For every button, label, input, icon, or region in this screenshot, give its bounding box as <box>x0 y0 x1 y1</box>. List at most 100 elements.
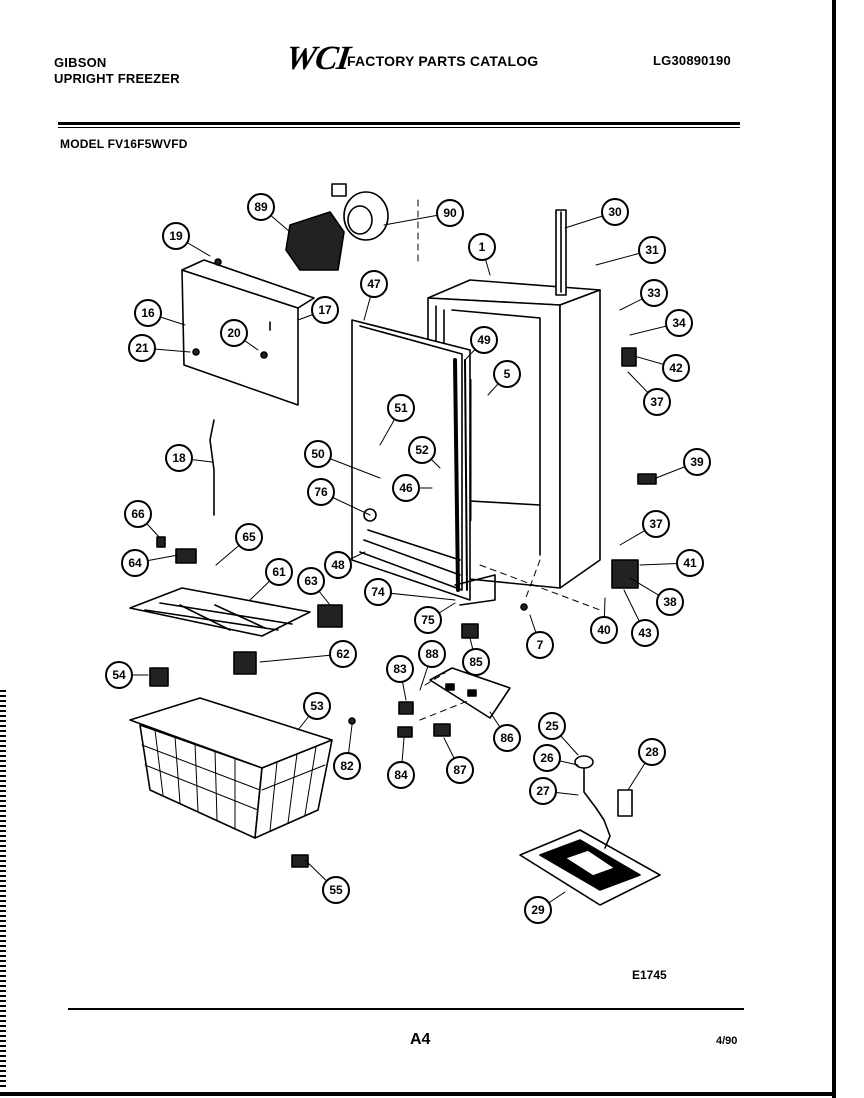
part-callout-74: 74 <box>364 578 392 606</box>
part-callout-51: 51 <box>387 394 415 422</box>
part-callout-62: 62 <box>329 640 357 668</box>
callout-circle <box>524 896 552 924</box>
part-callout-21: 21 <box>128 334 156 362</box>
callout-circle <box>638 738 666 766</box>
wire-shelf-part <box>129 587 311 637</box>
callout-label: 41 <box>683 556 697 570</box>
callout-circle <box>324 551 352 579</box>
callout-label: 31 <box>645 243 659 257</box>
part-callout-55: 55 <box>322 876 350 904</box>
heater-pad-part <box>519 829 661 906</box>
callout-label: 39 <box>690 455 704 469</box>
tube-part <box>555 209 567 296</box>
part-callout-37: 37 <box>642 510 670 538</box>
control-panel-part <box>429 667 511 719</box>
callout-circle <box>493 360 521 388</box>
callout-circle <box>526 631 554 659</box>
callout-label: 61 <box>272 565 286 579</box>
callout-circle <box>643 388 671 416</box>
part-callout-16: 16 <box>134 299 162 327</box>
callout-label: 17 <box>318 303 332 317</box>
callout-label: 21 <box>135 341 149 355</box>
part-callout-88: 88 <box>418 640 446 668</box>
callout-label: 18 <box>172 451 186 465</box>
callout-circle <box>387 761 415 789</box>
part-callout-85: 85 <box>462 648 490 676</box>
thermostat-part <box>574 755 611 849</box>
callout-label: 37 <box>649 517 663 531</box>
callout-circle <box>642 510 670 538</box>
callout-circle <box>656 588 684 616</box>
part-callout-84: 84 <box>387 761 415 789</box>
part-callout-46: 46 <box>392 474 420 502</box>
callout-circle <box>468 233 496 261</box>
model-number: MODEL FV16F5WVFD <box>60 137 188 151</box>
callout-circle <box>408 436 436 464</box>
callout-label: 86 <box>500 731 514 745</box>
part-callout-54: 54 <box>105 661 133 689</box>
callout-circle <box>333 752 361 780</box>
callout-label: 16 <box>141 306 155 320</box>
part-callout-26: 26 <box>533 744 561 772</box>
part-callout-52: 52 <box>408 436 436 464</box>
callout-label: 7 <box>537 638 544 652</box>
callout-label: 62 <box>336 647 350 661</box>
part-callout-64: 64 <box>121 549 149 577</box>
callout-label: 84 <box>394 768 408 782</box>
callout-label: 87 <box>453 763 467 777</box>
callout-circle <box>601 198 629 226</box>
part-callout-41: 41 <box>676 549 704 577</box>
header-rule-thick <box>58 122 740 125</box>
catalog-id: LG30890190 <box>653 53 731 68</box>
callout-label: 47 <box>367 277 381 291</box>
callout-circle <box>529 777 557 805</box>
callout-circle <box>322 876 350 904</box>
part-callout-47: 47 <box>360 270 388 298</box>
callout-label: 48 <box>331 558 345 572</box>
callout-label: 82 <box>340 759 354 773</box>
callout-label: 55 <box>329 883 343 897</box>
callout-circle <box>387 394 415 422</box>
callout-label: 83 <box>393 662 407 676</box>
scan-edge-marks <box>0 690 6 1090</box>
callout-label: 63 <box>304 574 318 588</box>
callout-circle <box>590 616 618 644</box>
part-callout-90: 90 <box>436 199 464 227</box>
part-callout-63: 63 <box>297 567 325 595</box>
callout-label: 26 <box>540 751 554 765</box>
callout-circle <box>121 549 149 577</box>
callout-label: 52 <box>415 443 429 457</box>
wire-basket-part <box>129 697 333 839</box>
callout-label: 89 <box>254 200 268 214</box>
callout-circle <box>638 236 666 264</box>
callout-label: 65 <box>242 530 256 544</box>
callout-circle <box>304 440 332 468</box>
part-callout-7: 7 <box>526 631 554 659</box>
callout-circle <box>297 567 325 595</box>
callout-label: 90 <box>443 206 457 220</box>
callout-circle <box>128 334 156 362</box>
part-callout-27: 27 <box>529 777 557 805</box>
callout-label: 75 <box>421 613 435 627</box>
part-callout-65: 65 <box>235 523 263 551</box>
callout-circle <box>462 648 490 676</box>
door-liner-part <box>351 319 496 606</box>
callout-circle <box>303 692 331 720</box>
part-callout-43: 43 <box>631 619 659 647</box>
callout-circle <box>105 661 133 689</box>
page-border-right <box>832 0 836 1098</box>
callout-label: 37 <box>650 395 664 409</box>
callout-circle <box>386 655 414 683</box>
part-callout-48: 48 <box>324 551 352 579</box>
callout-label: 20 <box>227 326 241 340</box>
callout-label: 5 <box>504 367 511 381</box>
part-callout-38: 38 <box>656 588 684 616</box>
callout-label: 66 <box>131 507 145 521</box>
callout-label: 33 <box>647 286 661 300</box>
callout-circle <box>311 296 339 324</box>
callout-label: 1 <box>479 240 486 254</box>
callout-circle <box>662 354 690 382</box>
callout-label: 50 <box>311 447 325 461</box>
callout-circle <box>165 444 193 472</box>
